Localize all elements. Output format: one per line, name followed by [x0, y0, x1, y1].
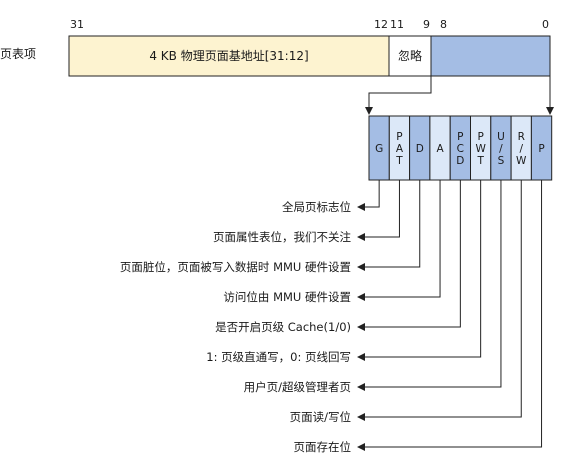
bit-number-0: 0 — [542, 18, 549, 31]
callout-arrow-pwt — [357, 180, 482, 361]
ignored-label: 忽略 — [398, 48, 422, 63]
callout-arrow-p — [357, 180, 543, 451]
callout-arrow-d — [357, 180, 421, 271]
flag-cell-letter: C — [457, 143, 464, 155]
bit-number-11: 11 — [390, 18, 404, 31]
callout-label-a: 访问位由 MMU 硬件设置 — [223, 290, 351, 304]
flag-cell-letter: S — [498, 155, 505, 167]
bit-number-8: 8 — [440, 18, 447, 31]
base-address-label: 4 KB 物理页面基地址[31:12] — [149, 49, 308, 63]
callout-label-pcd: 是否开启页级 Cache(1/0) — [215, 320, 351, 334]
flag-cell-letter: A — [436, 143, 444, 155]
callout-arrow-a — [357, 180, 441, 301]
callout-label-p: 页面存在位 — [294, 440, 352, 454]
flag-cell-letter: G — [375, 143, 383, 155]
flag-cell-letter: P — [477, 131, 483, 143]
callout-label-rw: 页面读/写位 — [290, 410, 351, 424]
callout-label-d: 页面脏位，页面被写入数据时 MMU 硬件设置 — [120, 260, 351, 274]
flag-cell-letter: W — [516, 155, 527, 167]
callout-arrow-rw — [357, 180, 522, 421]
flag-cell-letter: / — [519, 143, 523, 155]
bit-number-9: 9 — [423, 18, 430, 31]
callout-arrow-g — [357, 180, 380, 211]
flags-field — [430, 35, 551, 77]
base-address-field — [68, 35, 390, 77]
flag-cell-letter: T — [476, 155, 484, 167]
flag-cell-letter: P — [538, 143, 544, 155]
flag-cell-letter: P — [457, 131, 463, 143]
flag-cell-letter: D — [456, 155, 464, 167]
flag-cell-letter: D — [416, 143, 424, 155]
row-label: 页表项 — [0, 47, 36, 61]
flag-cell-letter: P — [396, 131, 402, 143]
flag-cell-letter: R — [518, 131, 525, 143]
bit-number-31: 31 — [70, 18, 84, 31]
callout-arrow-us — [357, 180, 502, 391]
flag-cell-letter: T — [395, 155, 403, 167]
callout-label-g: 全局页标志位 — [282, 200, 351, 214]
callout-arrow-pcd — [357, 180, 461, 331]
flag-cell-letter: / — [499, 143, 503, 155]
zoom-line-left — [365, 76, 432, 115]
callout-label-us: 用户页/超级管理者页 — [244, 380, 351, 394]
flag-cell-letter: A — [396, 143, 404, 155]
flag-cell-letter: W — [475, 143, 486, 155]
callout-arrow-pat — [357, 180, 400, 241]
ignored-field — [388, 35, 432, 77]
callout-label-pwt: 1: 页级直通写，0: 页线回写 — [206, 350, 351, 364]
callout-label-pat: 页面属性表位，我们不关注 — [213, 230, 351, 244]
bit-number-12: 12 — [374, 18, 388, 31]
flag-cell-letter: U — [497, 131, 505, 143]
